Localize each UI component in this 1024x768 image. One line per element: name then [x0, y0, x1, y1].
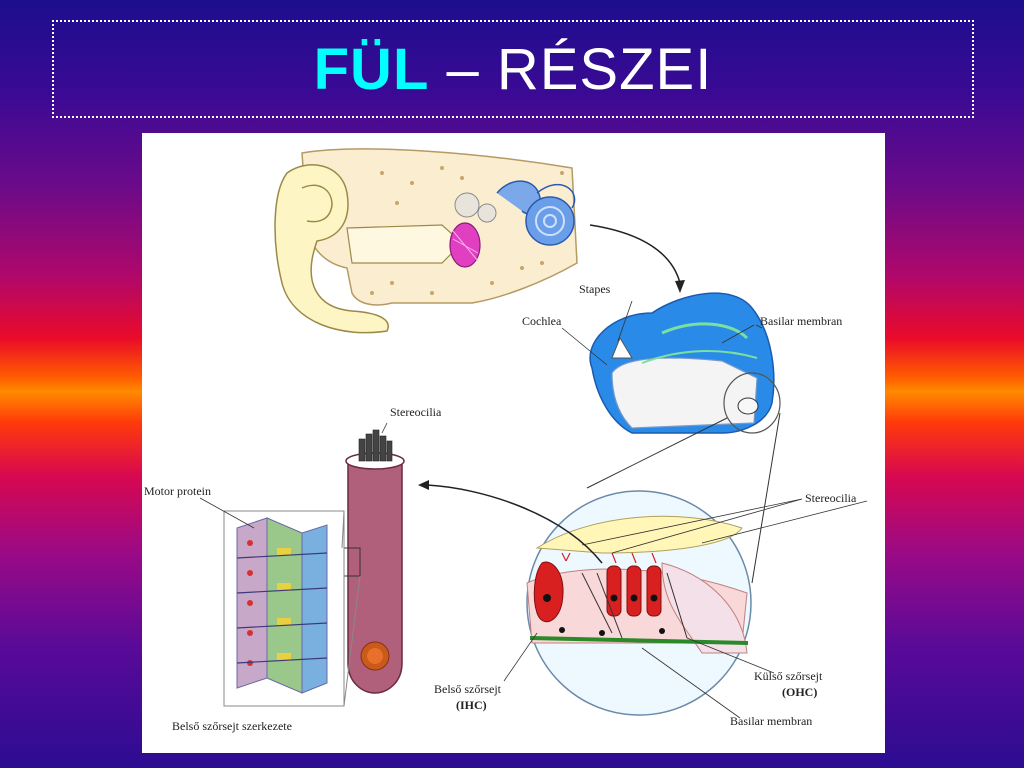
ear-anatomy-icon [274, 148, 578, 334]
label-kulso-line1: Külső szőrsejt [754, 669, 823, 683]
title-rest: – RÉSZEI [429, 36, 713, 102]
label-structure-caption: Belső szőrsejt szerkezete [172, 719, 292, 733]
label-stereocilia-right: Stereocilia [805, 491, 857, 505]
label-stapes: Stapes [579, 282, 611, 296]
motor-protein-lattice-icon [223, 510, 361, 707]
title-bold: FÜL [313, 36, 430, 102]
label-basilar-top: Basilar membran [760, 314, 842, 328]
label-motor-protein: Motor protein [144, 484, 211, 498]
label-basilar-bottom: Basilar membran [730, 714, 812, 728]
slide-title: FÜL – RÉSZEI [314, 36, 713, 103]
cochlea-section-icon [589, 292, 781, 434]
label-belso-line2: (IHC) [456, 698, 487, 712]
label-cochlea: Cochlea [522, 314, 562, 328]
label-stereocilia-top: Stereocilia [390, 405, 442, 419]
ear-diagram-svg: Stapes Cochlea Basilar membran Stereocil… [144, 148, 868, 733]
label-kulso-line2: (OHC) [782, 685, 817, 699]
label-belso-line1: Belső szőrsejt [434, 682, 502, 696]
hair-cell-icon [341, 429, 405, 694]
ear-diagram: Stapes Cochlea Basilar membran Stereocil… [142, 133, 885, 753]
title-frame: FÜL – RÉSZEI [52, 20, 974, 118]
organ-of-corti-zoom-icon [526, 490, 752, 716]
